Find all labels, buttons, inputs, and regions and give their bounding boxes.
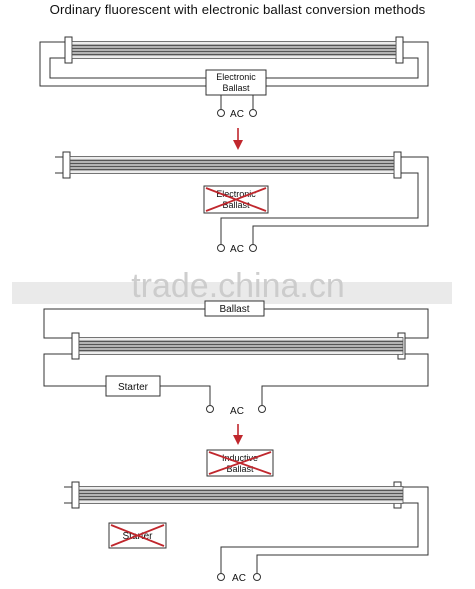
tube-2: [69, 155, 395, 175]
panel-1-electronic-ballast: [39, 36, 429, 117]
electronic-ballast-removed-label-1: Electronic: [216, 189, 256, 199]
ac-label-3: AC: [230, 406, 244, 417]
starter-label: Starter: [118, 382, 149, 393]
electronic-ballast-label-1: Electronic: [216, 72, 256, 82]
ballast-box: [204, 300, 265, 317]
inductive-ballast-label-1: Inductive: [222, 453, 258, 463]
ac-label-4: AC: [232, 573, 246, 584]
arrow-down-1: [233, 128, 243, 150]
watermark-text: trade.china.cn: [131, 267, 345, 305]
cross-out-inductive-ballast: [208, 451, 272, 475]
ballast-label: Ballast: [219, 304, 249, 315]
arrow-down-2: [233, 424, 243, 445]
cross-out-electronic-ballast: [205, 187, 267, 212]
watermark-band: [12, 282, 452, 304]
electronic-ballast-box: [205, 69, 267, 96]
ac-label-1: AC: [230, 109, 244, 120]
tube-1: [71, 40, 397, 60]
cross-out-starter: [110, 524, 165, 547]
tube-4: [78, 485, 404, 505]
inductive-ballast-label-2: Ballast: [226, 464, 254, 474]
panel-3-inductive-ballast: [43, 308, 429, 413]
diagram-title: Ordinary fluorescent with electronic bal…: [49, 2, 426, 17]
electronic-ballast-removed-label-2: Ballast: [222, 200, 250, 210]
starter-box: [105, 375, 161, 397]
electronic-ballast-label-2: Ballast: [222, 83, 250, 93]
tube-3: [78, 336, 404, 356]
ac-label-2: AC: [230, 244, 244, 255]
